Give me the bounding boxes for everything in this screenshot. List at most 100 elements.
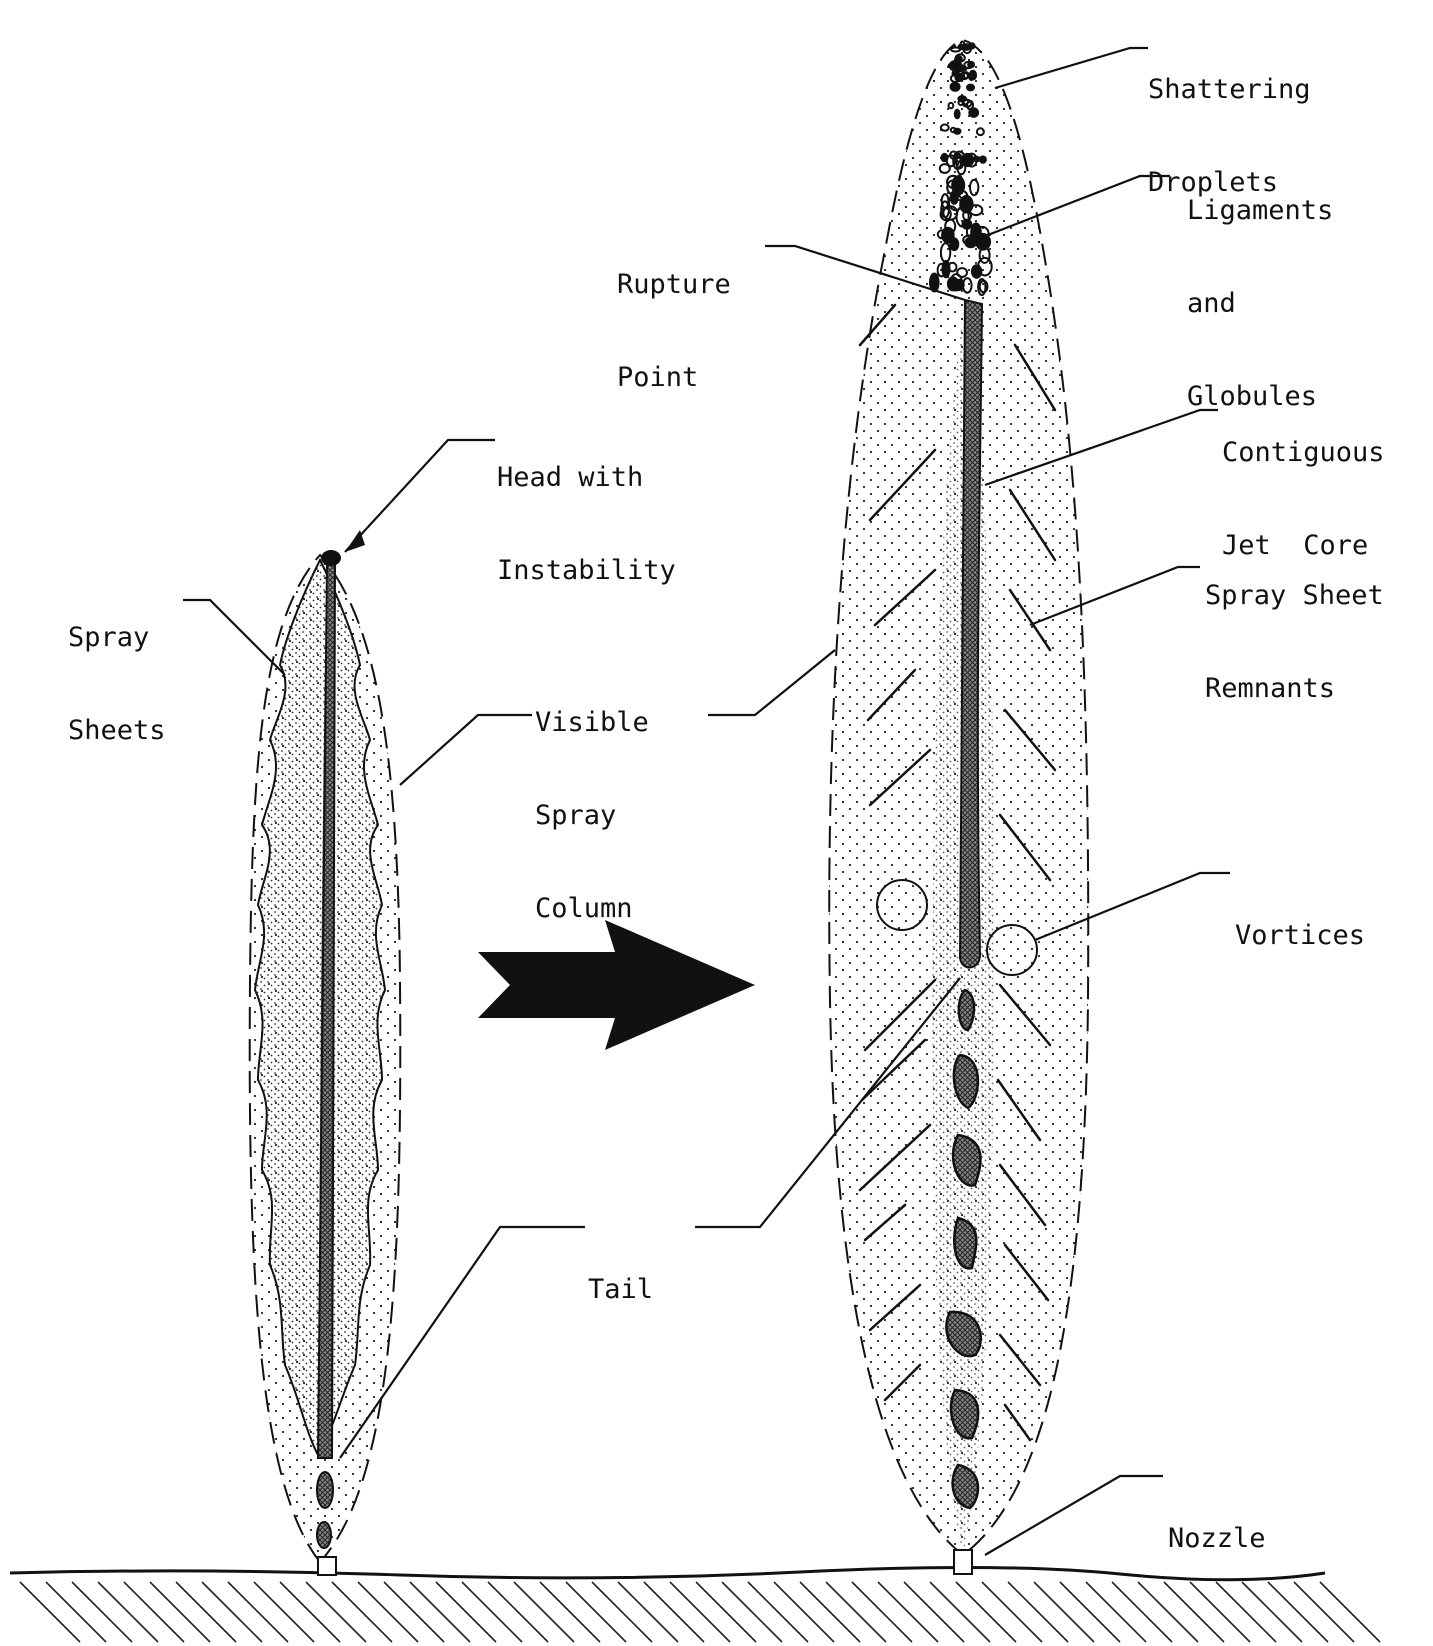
right-nozzle — [954, 1550, 972, 1574]
hatch-line — [982, 1582, 1042, 1642]
hatch-line — [1190, 1582, 1250, 1642]
hatch-line — [410, 1582, 470, 1642]
hatch-line — [722, 1582, 782, 1642]
label-line: Tail — [588, 1274, 653, 1305]
label-nozzle: Nozzle — [1168, 1461, 1266, 1585]
droplet — [942, 228, 954, 243]
hatch-line — [956, 1582, 1016, 1642]
droplet — [952, 176, 964, 194]
droplet — [955, 110, 960, 119]
hatch-line — [46, 1582, 106, 1642]
hatch-line — [306, 1582, 366, 1642]
hatch-line — [462, 1582, 522, 1642]
label-line: Point — [617, 362, 731, 393]
label-vortices: Vortices — [1235, 858, 1365, 982]
label-line: Nozzle — [1168, 1523, 1266, 1554]
hatch-line — [332, 1582, 392, 1642]
hatch-line — [878, 1582, 938, 1642]
label-line: Spray Sheet — [1205, 580, 1384, 611]
hatch-line — [826, 1582, 886, 1642]
hatch-line — [644, 1582, 704, 1642]
hatch-line — [592, 1582, 652, 1642]
hatch-line — [98, 1582, 158, 1642]
hatch-line — [1034, 1582, 1094, 1642]
hatch-line — [852, 1582, 912, 1642]
hatch-line — [20, 1582, 80, 1642]
right-jet-core — [960, 300, 982, 967]
droplet — [969, 43, 974, 48]
hatch-line — [566, 1582, 626, 1642]
hatch-line — [540, 1582, 600, 1642]
label-head-with-instability: Head with Instability — [497, 400, 676, 617]
hatch-line — [124, 1582, 184, 1642]
droplet — [955, 74, 963, 81]
label-line: Instability — [497, 555, 676, 586]
hatch-line — [930, 1582, 990, 1642]
hatch-line — [488, 1582, 548, 1642]
ground-line — [10, 1567, 1325, 1579]
hatch-line — [618, 1582, 678, 1642]
hatch-line — [1138, 1582, 1198, 1642]
hatch-line — [1216, 1582, 1276, 1642]
left-nozzle — [318, 1557, 336, 1575]
hatch-line — [1268, 1582, 1328, 1642]
label-line: Spray — [535, 800, 665, 831]
hatch-line — [254, 1582, 314, 1642]
label-line: Shattering — [1148, 74, 1311, 105]
label-line: and — [1187, 288, 1333, 319]
label-line: Boundary — [535, 986, 665, 1017]
label-line: Sheets — [68, 715, 166, 746]
label-line: Contiguous — [1222, 437, 1385, 468]
leader-spray-sheets — [183, 600, 285, 675]
hatch-line — [1060, 1582, 1120, 1642]
hatch-line — [1008, 1582, 1068, 1642]
label-line: Column — [535, 893, 665, 924]
hatch-line — [176, 1582, 236, 1642]
hatch-line — [904, 1582, 964, 1642]
hatch-line — [358, 1582, 418, 1642]
hatch-line — [1086, 1582, 1146, 1642]
hatch-line — [1164, 1582, 1224, 1642]
hatch-line — [202, 1582, 262, 1642]
droplet — [980, 156, 986, 162]
label-rupture-point: Rupture Point — [617, 207, 731, 424]
label-spray-sheets: Spray Sheets — [68, 560, 166, 777]
label-line: Spray — [68, 622, 166, 653]
droplet — [951, 83, 960, 91]
droplet — [960, 196, 972, 213]
hatch-line — [384, 1582, 444, 1642]
ground-hatching — [20, 1582, 1380, 1642]
leader-boundary-right — [708, 650, 835, 715]
droplet — [955, 56, 962, 63]
label-line: Head with — [497, 462, 676, 493]
hatch-line — [774, 1582, 834, 1642]
hatch-line — [696, 1582, 756, 1642]
label-tail: Tail — [588, 1212, 653, 1336]
label-line: Visible — [535, 707, 665, 738]
hatch-line — [436, 1582, 496, 1642]
hatch-line — [1294, 1582, 1354, 1642]
leader-boundary-left — [400, 715, 532, 785]
hatch-line — [748, 1582, 808, 1642]
label-line: Vortices — [1235, 920, 1365, 951]
hatch-line — [800, 1582, 860, 1642]
left-head — [321, 550, 341, 566]
droplet — [972, 265, 981, 278]
leader-shattering-droplets — [995, 48, 1148, 88]
droplet — [960, 67, 967, 71]
hatch-line — [150, 1582, 210, 1642]
hatch-line — [1112, 1582, 1172, 1642]
label-spray-sheet-remnants: Spray Sheet Remnants — [1205, 518, 1384, 735]
hatch-line — [280, 1582, 340, 1642]
label-line: Ligaments — [1187, 195, 1333, 226]
hatch-line — [670, 1582, 730, 1642]
leader-head — [345, 440, 495, 552]
label-line: Rupture — [617, 269, 731, 300]
hatch-line — [72, 1582, 132, 1642]
left-spray-column — [250, 550, 401, 1575]
label-visible-spray-column-boundary: Visible Spray Column Boundary — [535, 645, 665, 1048]
hatch-line — [1320, 1582, 1380, 1642]
hatch-line — [228, 1582, 288, 1642]
droplet — [967, 85, 974, 91]
hatch-line — [1242, 1582, 1302, 1642]
